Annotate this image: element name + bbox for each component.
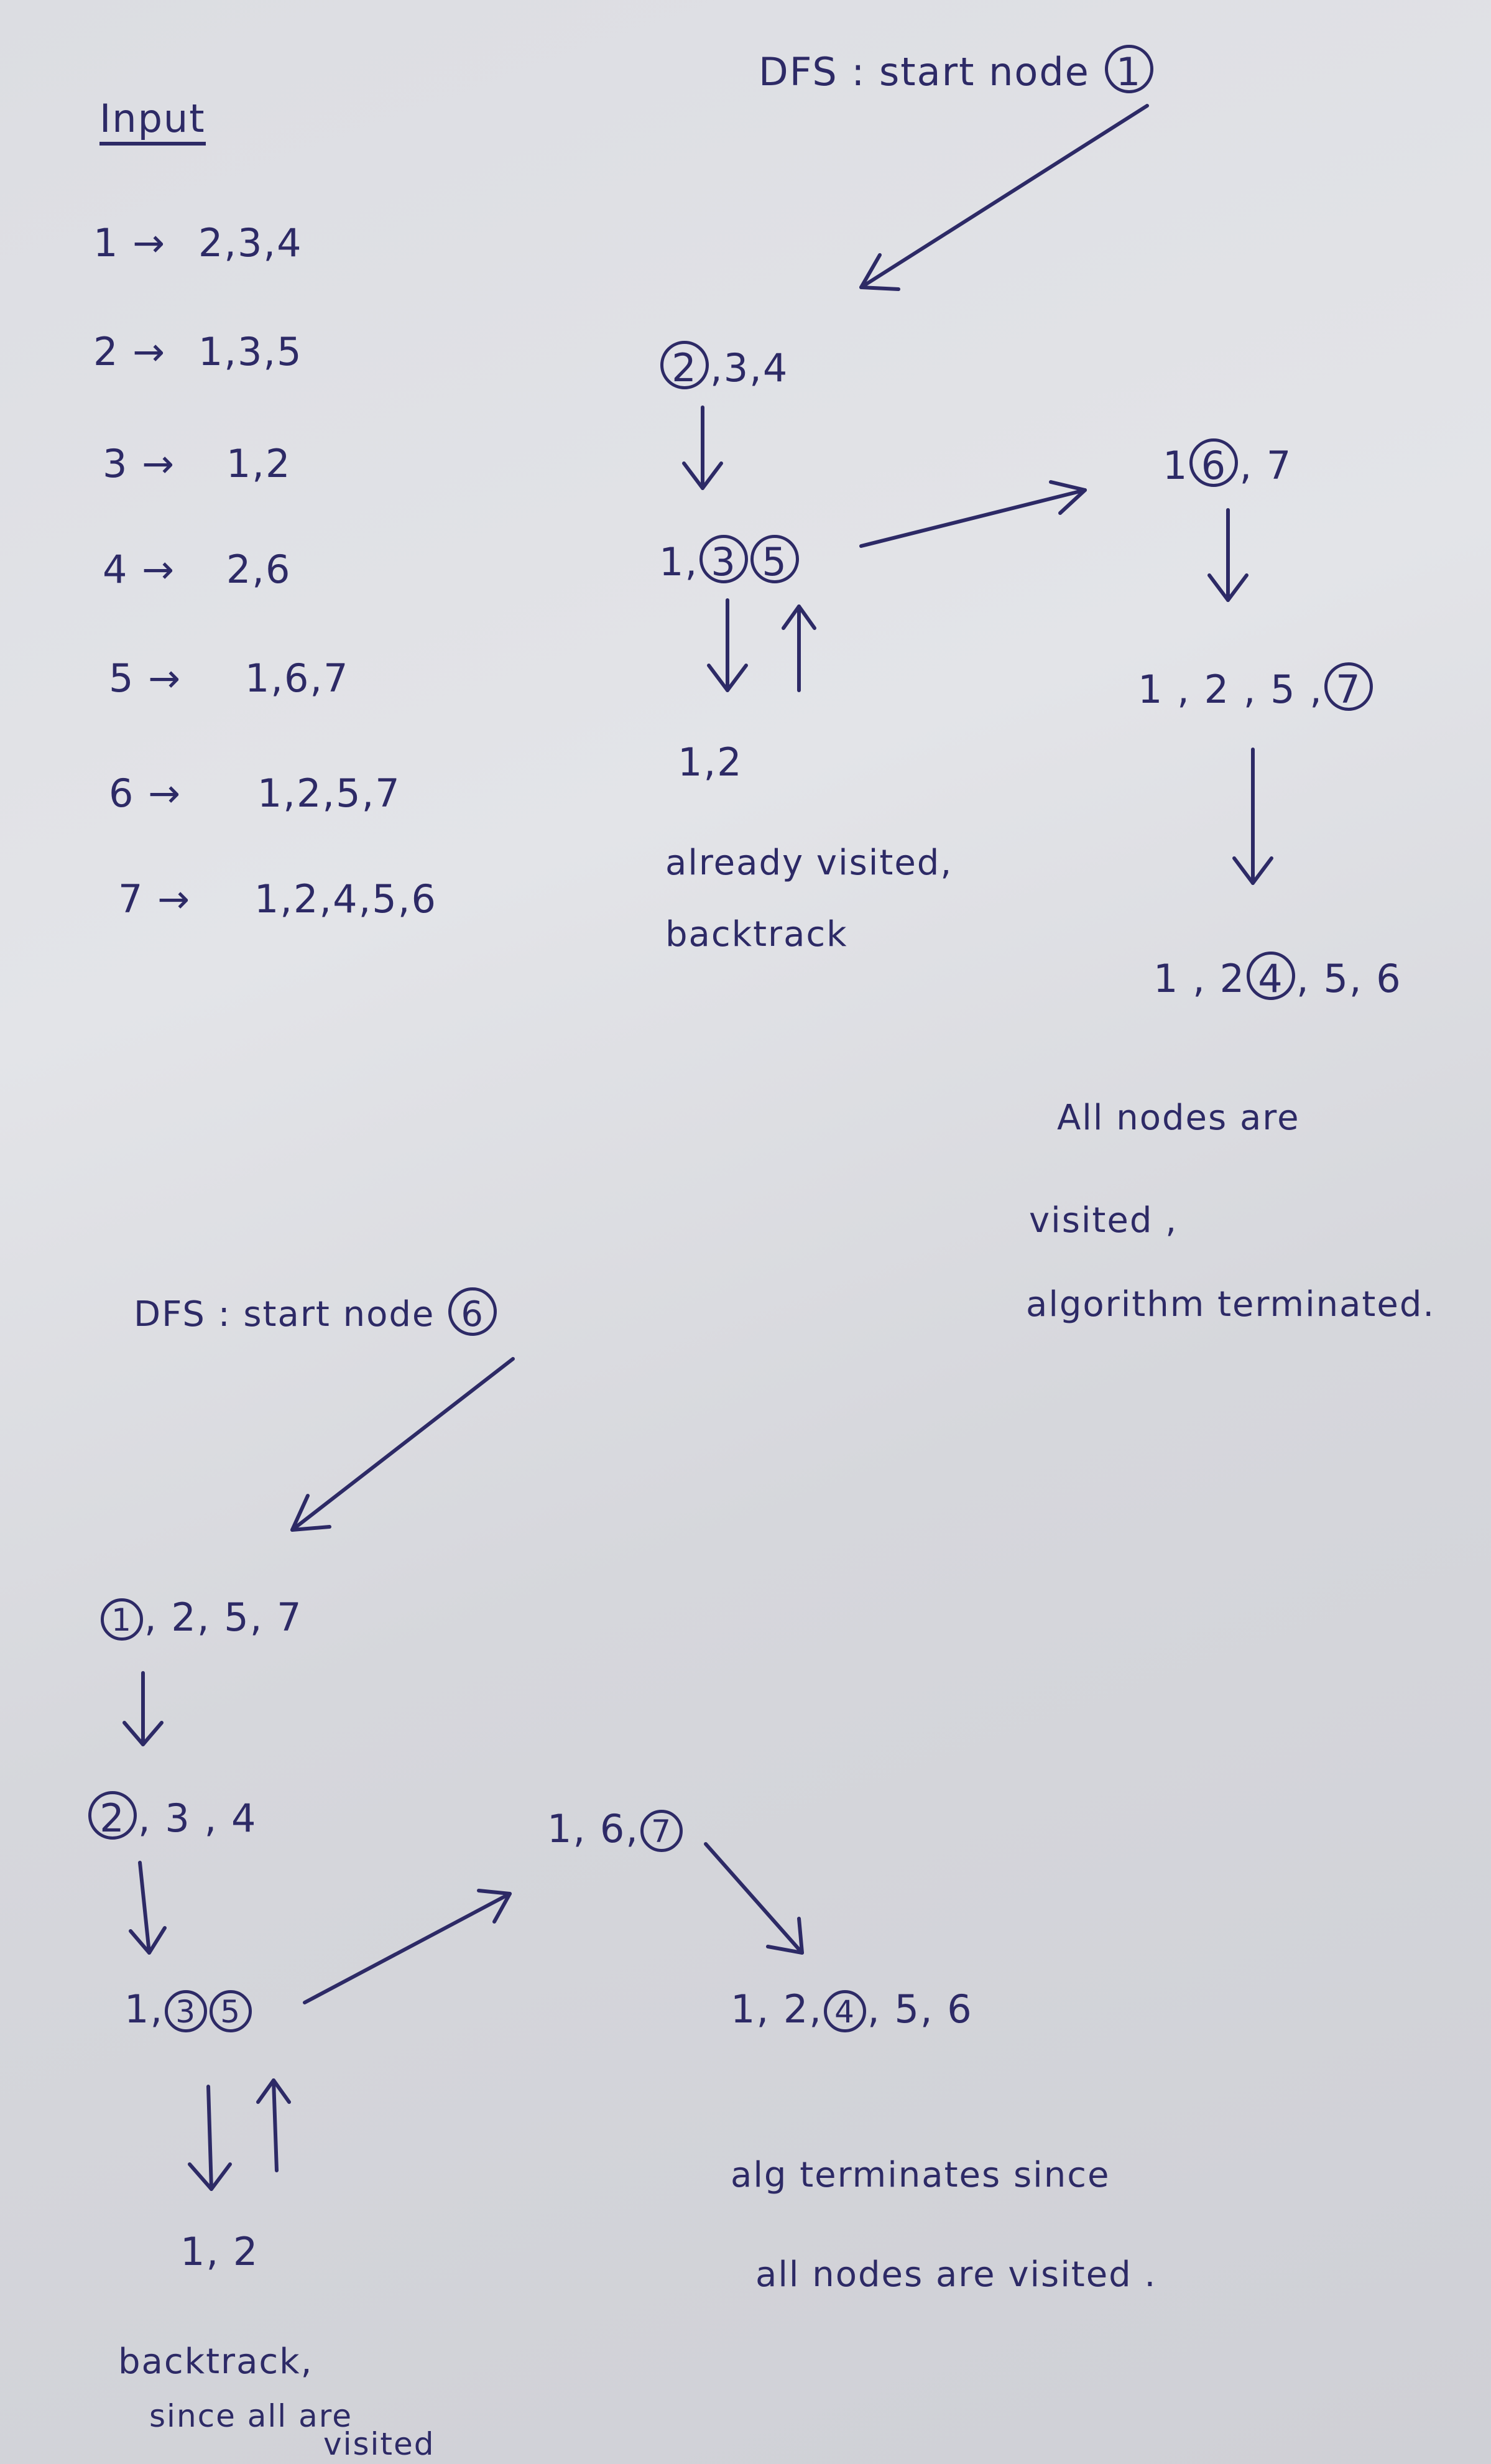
dfs1-backtrack-note-1: already visited,: [665, 843, 953, 883]
arrow-down: [707, 598, 748, 692]
row-neighbors: 2,6: [226, 547, 292, 592]
arrow-start-to-first-step: [859, 104, 1149, 291]
dfs2-step-5: 1, 6,7: [547, 1810, 684, 1852]
row-neighbors: 1,2,4,5,6: [254, 876, 437, 922]
dfs2-backtrack-note-3: visited: [323, 2426, 435, 2462]
dfs2-start-node: 6: [448, 1287, 497, 1336]
arrow-down: [188, 2085, 232, 2191]
dfs2-title-text: DFS : start node: [134, 1294, 435, 1335]
dfs2-step-2: 2, 3 , 4: [87, 1791, 257, 1841]
dfs2-step-1: 1, 2, 5, 7: [99, 1598, 303, 1641]
arrow-down: [1207, 508, 1249, 602]
dfs2-title: DFS : start node 6: [134, 1287, 498, 1336]
row-node: 3: [103, 441, 129, 486]
dfs1-title-text: DFS : start node: [759, 49, 1090, 95]
dfs1-start-node: 1: [1104, 45, 1153, 95]
step-text: , 3 , 4: [138, 1795, 257, 1841]
visited-node-circle: 1: [101, 1598, 143, 1641]
visited-node-circle: 7: [640, 1810, 683, 1852]
arrow-down-right: [704, 1842, 804, 1955]
row-neighbors: 1,6,7: [244, 655, 349, 701]
arrow-up-backtrack: [256, 2078, 291, 2172]
dfs2-backtrack-note-2: since all are: [149, 2398, 353, 2434]
row-neighbors: 2,3,4: [198, 220, 303, 266]
step-text: , 5, 6: [867, 1986, 973, 2032]
dfs1-end-note-1: All nodes are: [1057, 1098, 1300, 1138]
row-node: 1: [93, 220, 119, 266]
step-text: 1, 6,: [547, 1806, 640, 1851]
visited-node-circle: 7: [1324, 662, 1373, 712]
step-text: 1 , 2 , 5 ,: [1138, 667, 1324, 712]
visited-node-circle: 5: [210, 1990, 252, 2032]
adjacency-row: 6 → 1,2,5,7: [109, 771, 401, 816]
dfs2-backtrack-note-1: backtrack,: [118, 2341, 313, 2382]
arrow-down: [682, 405, 723, 490]
row-node: 5: [109, 655, 135, 701]
step-text: , 7: [1239, 443, 1293, 488]
step-text: 1,: [659, 539, 699, 585]
adjacency-row: 3 → 1,2: [103, 441, 292, 486]
dfs1-end-note-2: visited ,: [1029, 1200, 1178, 1241]
input-heading: Input: [99, 100, 206, 146]
arrow-right: [303, 1889, 512, 2004]
arrow-right: [859, 480, 1087, 548]
adjacency-row: 7 → 1,2,4,5,6: [118, 876, 437, 922]
step-text: 1 , 2: [1153, 956, 1246, 1001]
row-node: 7: [118, 876, 144, 922]
row-node: 6: [109, 771, 135, 816]
step-text: , 5, 6: [1296, 956, 1402, 1001]
visited-node-circle: 3: [165, 1990, 208, 2032]
step-text: 1,: [124, 1986, 164, 2032]
visited-node-circle: 6: [1189, 438, 1239, 488]
step-text: 1, 2,: [731, 1986, 823, 2032]
dfs1-step-3: 1,2: [678, 739, 743, 785]
adjacency-row: 1 → 2,3,4: [93, 220, 303, 266]
adjacency-row: 4 → 2,6: [103, 547, 292, 592]
row-node: 2: [93, 329, 119, 374]
visited-node-circle: 4: [824, 1990, 867, 2032]
dfs2-step-4: 1, 2: [180, 2229, 259, 2274]
arrow-down: [1232, 748, 1273, 885]
dfs1-backtrack-note-2: backtrack: [665, 914, 848, 955]
step-text: , 2, 5, 7: [144, 1595, 303, 1640]
visited-node-circle: 2: [660, 341, 709, 391]
visited-node-circle: 3: [699, 535, 749, 585]
visited-node-circle: 2: [88, 1791, 137, 1841]
row-neighbors: 1,3,5: [198, 329, 303, 374]
dfs1-step-1: 2,3,4: [659, 341, 789, 391]
visited-node-circle: 5: [750, 535, 800, 585]
dfs1-end-note-3: algorithm terminated.: [1026, 1284, 1436, 1325]
dfs1-step-5: 1 , 2 , 5 ,7: [1138, 662, 1374, 712]
adjacency-row: 2 → 1,3,5: [93, 329, 303, 374]
row-neighbors: 1,2: [226, 441, 292, 486]
dfs2-end-note-2: all nodes are visited .: [755, 2254, 1157, 2295]
arrow-down: [122, 1671, 164, 1746]
adjacency-row: 5 → 1,6,7: [109, 655, 349, 701]
step-text: ,3,4: [710, 345, 789, 391]
arrow-down: [129, 1861, 167, 1955]
arrow-start-to-first-step: [290, 1357, 515, 1532]
row-neighbors: 1,2,5,7: [257, 771, 401, 816]
step-text: 1: [1163, 443, 1189, 488]
arrow-up-backtrack: [782, 604, 816, 692]
dfs2-end-note-1: alg terminates since: [731, 2155, 1110, 2195]
dfs1-title: DFS : start node 1: [759, 45, 1155, 95]
visited-node-circle: 4: [1247, 952, 1296, 1001]
dfs2-step-6: 1, 2,4, 5, 6: [731, 1990, 973, 2032]
row-node: 4: [103, 547, 129, 592]
